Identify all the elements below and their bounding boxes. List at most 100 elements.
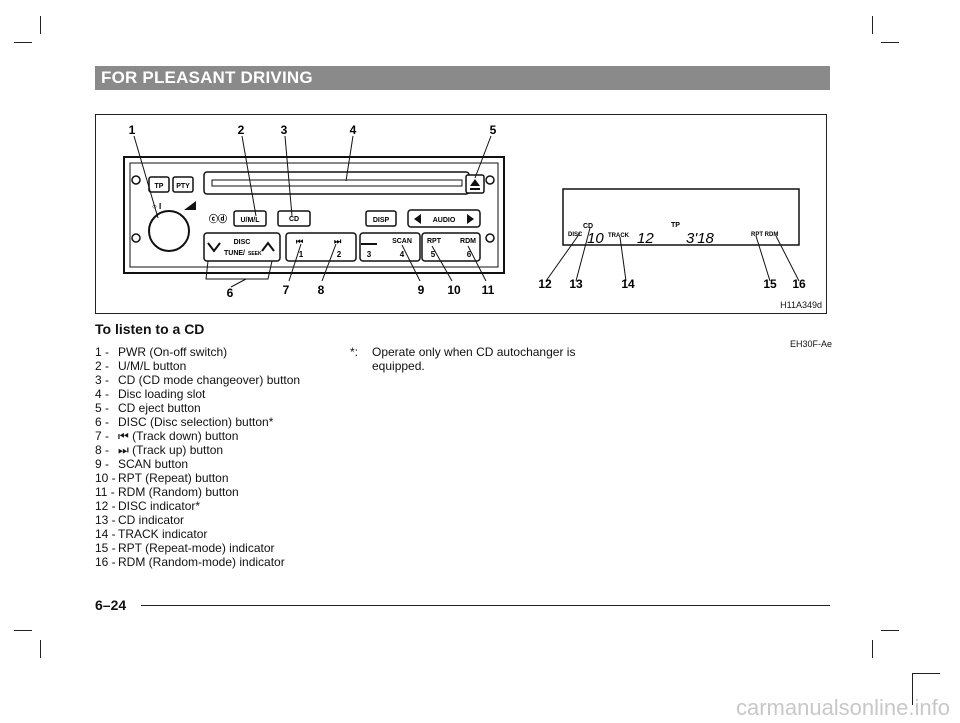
item-text: U/M/L button [118, 359, 187, 373]
item-number: 7 - [95, 429, 110, 443]
callout-14: 14 [621, 277, 635, 291]
display-disc-value: 10 [587, 230, 604, 247]
list-item: 7 -⏮ (Track down) button [95, 429, 300, 443]
item-number: 13 - [95, 513, 116, 527]
list-item: 14 -TRACK indicator [95, 527, 300, 541]
item-text: PWR (On-off switch) [118, 345, 228, 359]
display-cd-indicator: CD [583, 223, 593, 230]
cd-symbol: ⓒⓓ [209, 213, 227, 224]
item-text: ⏭ (Track up) button [118, 443, 224, 457]
pty-button [172, 176, 194, 193]
leader-lines [133, 135, 800, 288]
disc-button-label: DISC [234, 239, 251, 246]
display-tp-indicator: TP [671, 222, 680, 229]
cd-player-figure: TP PTY ○ I ⓒⓓ U/M/L CD DISP AUDIO DISC T… [95, 114, 827, 314]
callout-12: 12 [538, 277, 552, 291]
audio-left-icon [414, 214, 421, 224]
preset-5-label: 5 [431, 250, 436, 259]
item-text: DISC (Disc selection) button* [118, 415, 274, 429]
list-item: 12 -DISC indicator* [95, 499, 300, 513]
volume-wedge [184, 201, 196, 210]
section-code: EH30F-Ae [790, 339, 833, 349]
preset-3-label: 3 [367, 250, 372, 259]
list-item: 10 -RPT (Repeat) button [95, 471, 300, 485]
crop-mark [14, 42, 32, 43]
crop-mark [912, 673, 940, 674]
cd-player-illustration: TP PTY ○ I ⓒⓓ U/M/L CD DISP AUDIO DISC T… [123, 123, 806, 300]
audio-button-label: AUDIO [433, 217, 456, 224]
item-number: 15 - [95, 541, 116, 555]
list-item: 11 -RDM (Random) button [95, 485, 300, 499]
disc-up-icon [261, 241, 275, 252]
eject-icon [470, 179, 480, 190]
crop-mark [872, 16, 873, 34]
track-up-icon: ⏭ [334, 237, 342, 246]
item-text: SCAN button [118, 457, 189, 471]
list-item: 8 - ⏭ (Track up) button [95, 443, 300, 457]
component-list: 1 - PWR (On-off switch) 2 - U/M/L button 3… [95, 345, 300, 569]
callout-2: 2 [238, 123, 245, 137]
tp-button [148, 176, 170, 193]
display-time-value: 3'18 [686, 230, 715, 247]
preset-6-label: 6 [467, 250, 472, 259]
callout-13: 13 [569, 277, 583, 291]
callout-9: 9 [418, 283, 425, 297]
item-number: 4 - [95, 387, 110, 401]
list-item: 2 - U/M/L button [95, 359, 300, 373]
item-number: 5 - [95, 401, 110, 415]
item-text: RDM (Random) button [118, 485, 239, 499]
item-text: CD (CD mode changeover) button [118, 373, 301, 387]
audio-right-icon [467, 214, 474, 224]
list-item: 16 -RDM (Random-mode) indicator [95, 555, 300, 569]
callout-1: 1 [129, 123, 136, 137]
screw-hole [485, 233, 495, 243]
display-track-value: 12 [637, 230, 654, 247]
item-number: 1 - [95, 345, 110, 359]
list-item: 15 -RPT (Repeat-mode) indicator [95, 541, 300, 555]
crop-mark [40, 16, 41, 34]
audio-button-group [407, 209, 481, 228]
item-number: 11 - [95, 485, 115, 499]
callout-5: 5 [490, 123, 497, 137]
callout-4: 4 [350, 123, 357, 137]
page-number: 6–24 [95, 597, 127, 613]
item-number: 8 - [95, 443, 110, 457]
item-number: 9 - [95, 457, 110, 471]
callout-3: 3 [281, 123, 288, 137]
item-number: 3 - [95, 373, 110, 387]
track-down-icon: ⏮ [296, 237, 303, 246]
seek-button-label: SEEK [248, 251, 262, 257]
disc-slot-opening [211, 179, 463, 187]
list-item: 5 -CD eject button [95, 401, 300, 415]
crop-mark [14, 630, 32, 631]
display-track-indicator: TRACK [608, 233, 630, 239]
footer-rule [141, 605, 830, 606]
footnote-text: Operate only when CD autochanger is equi… [372, 345, 576, 373]
list-item: 6 - DISC (Disc selection) button* [95, 415, 300, 429]
callout-11: 11 [482, 283, 495, 297]
uml-button-label: U/M/L [240, 217, 260, 224]
uml-button [233, 210, 267, 227]
screw-hole [131, 233, 141, 243]
rdm-button-label: RDM [460, 238, 476, 245]
power-knob [148, 210, 190, 252]
crop-mark [881, 42, 899, 43]
section-header: FOR PLEASANT DRIVING [95, 66, 830, 90]
preset-4-label: 4 [400, 250, 405, 259]
item-number: 2 - [95, 359, 110, 373]
list-item: 9 - SCAN button [95, 457, 300, 471]
figure-code: H11A349d [780, 300, 822, 310]
item-number: 16 - [95, 555, 116, 569]
item-text: Disc loading slot [118, 387, 206, 401]
display-disc-indicator: DISC [568, 232, 583, 238]
lcd-display [562, 188, 800, 246]
item-number: 6 - [95, 415, 110, 429]
item-text: TRACK indicator [118, 527, 208, 541]
watermark[interactable]: carmanualsonline.info [735, 695, 950, 720]
cd-button [277, 210, 311, 227]
crop-mark [40, 640, 41, 658]
footnote-mark: *: [350, 345, 359, 359]
scan-bar [361, 243, 377, 245]
list-item: 1 - PWR (On-off switch) [95, 345, 300, 359]
callout-15: 15 [763, 277, 777, 291]
